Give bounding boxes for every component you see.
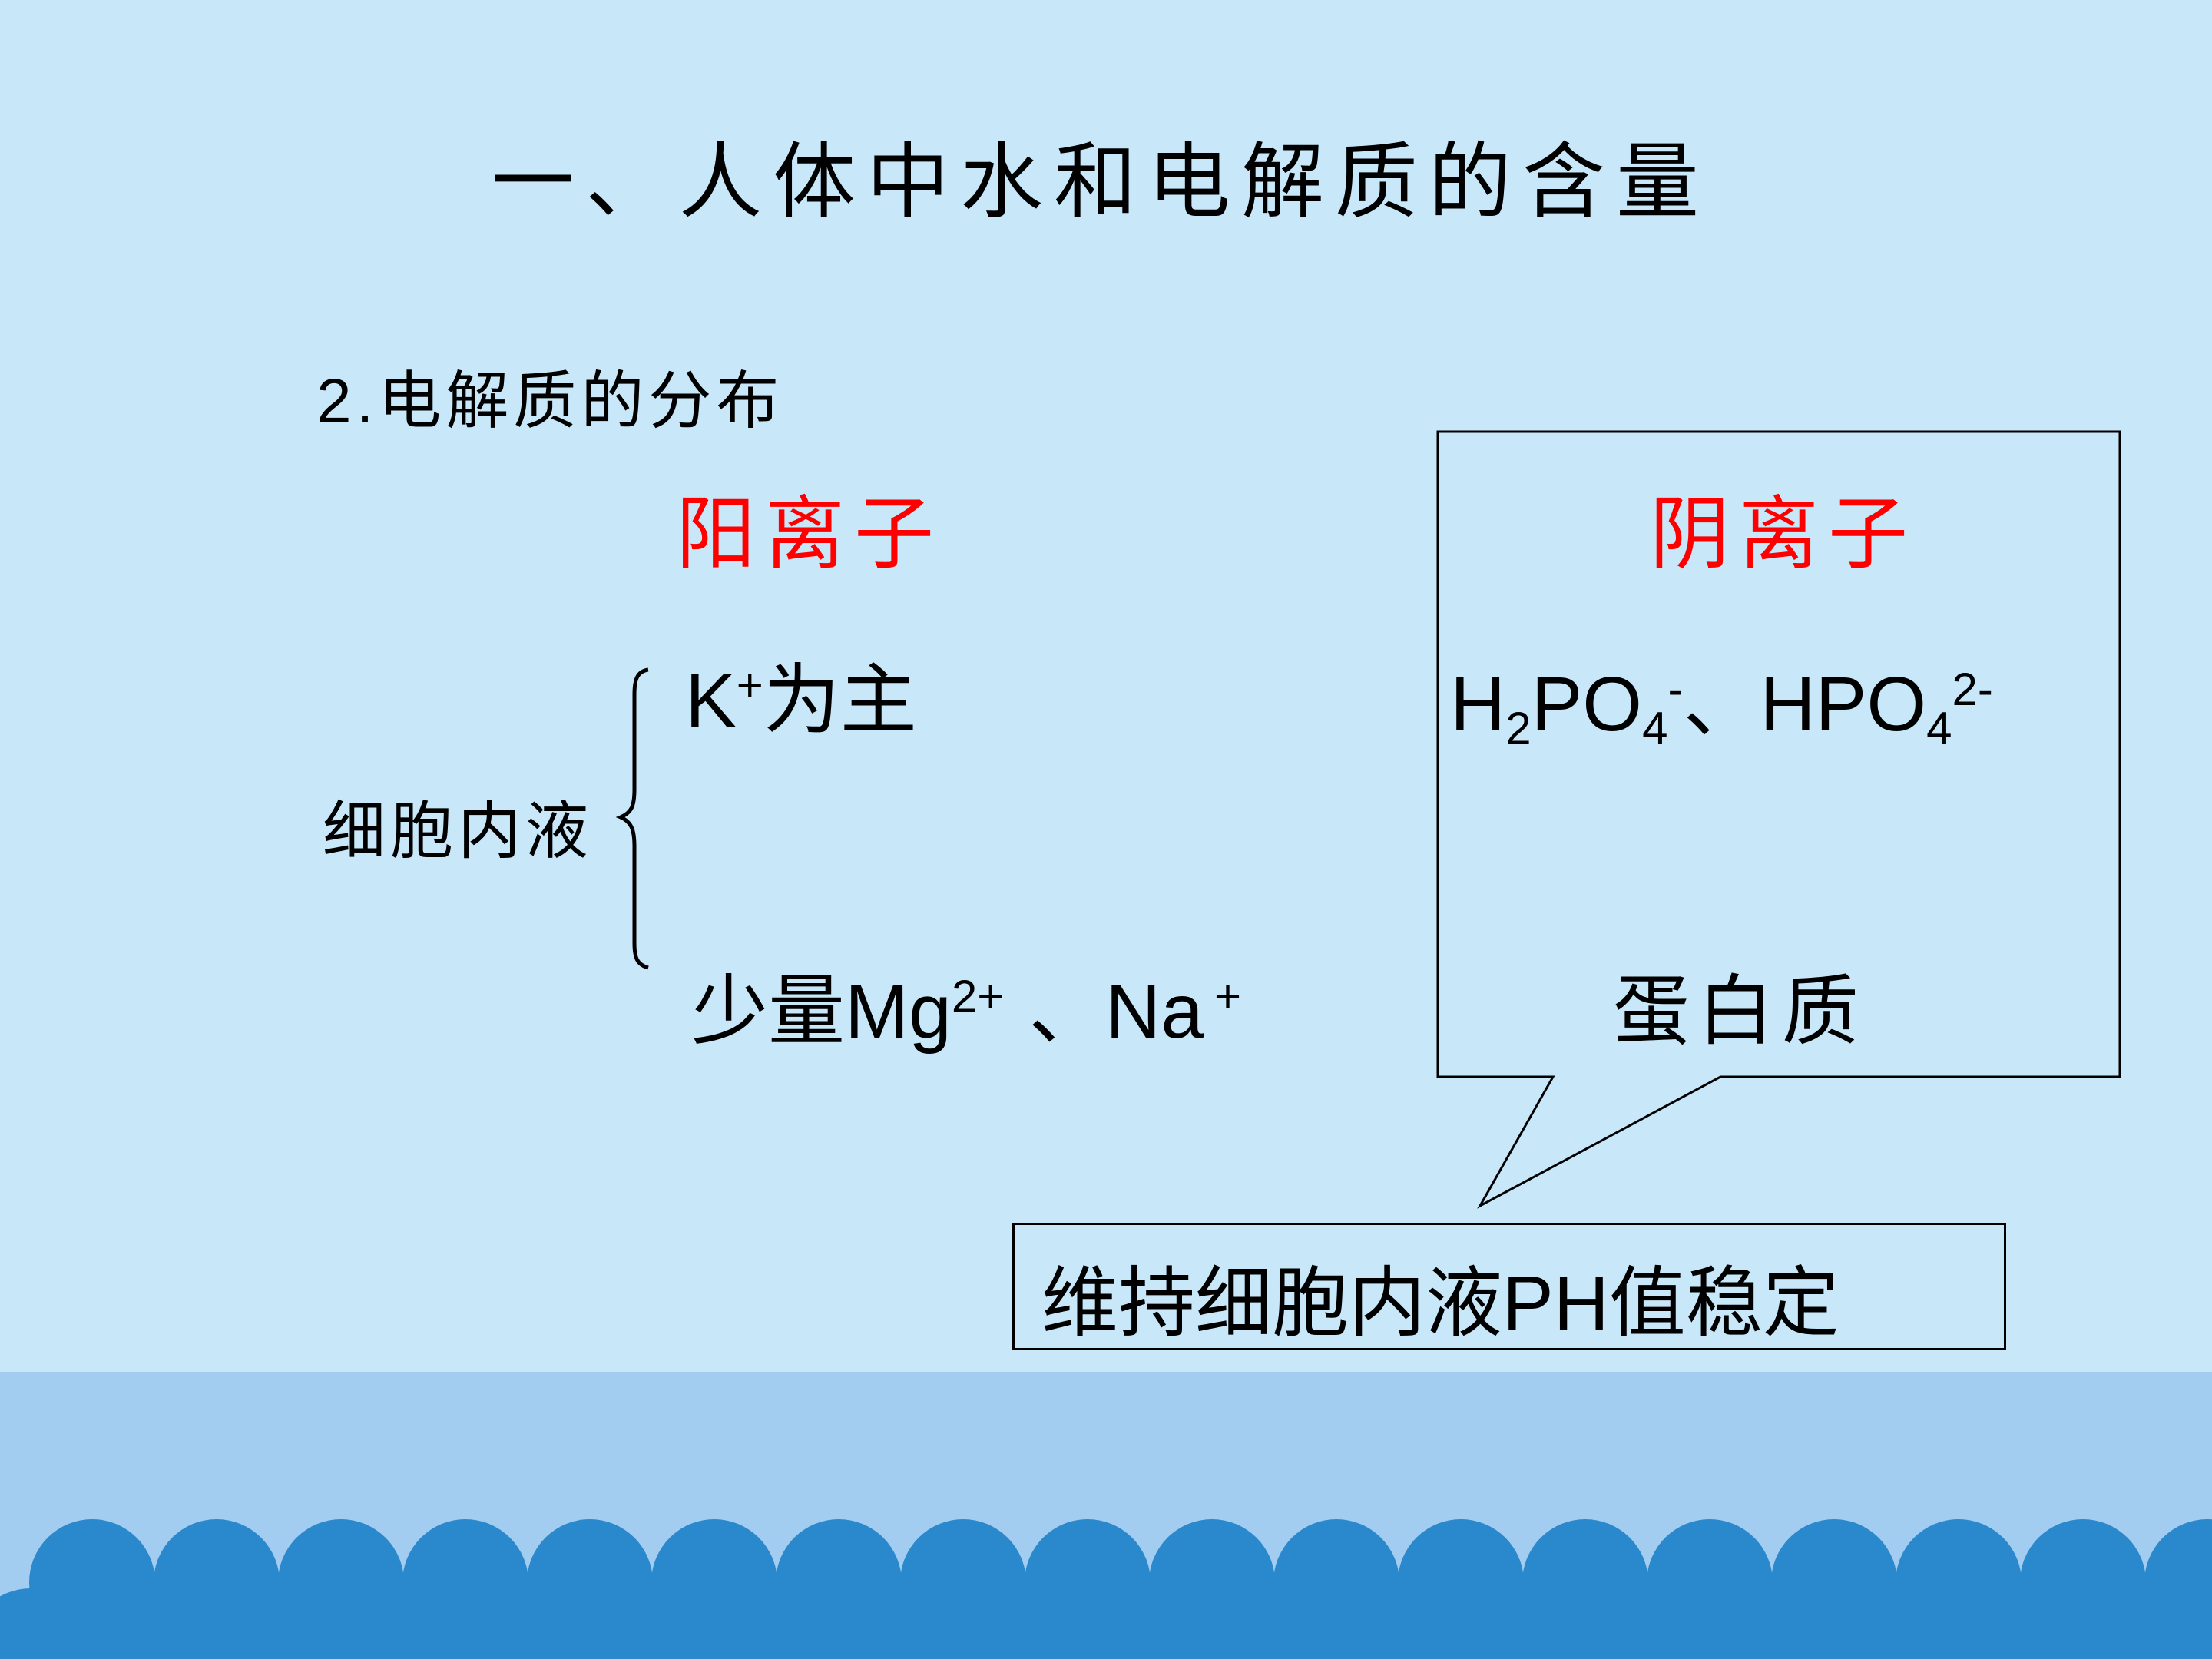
charge-k: + [736, 660, 763, 711]
anion-charge-2minus: 2- [1952, 664, 1993, 715]
anion-separator: 、 [1683, 659, 1760, 749]
curly-brace [615, 667, 649, 970]
cation-item-potassium: K+为主 [685, 637, 917, 749]
cation-header: 阳离子 [676, 487, 944, 581]
anion-sub-4: 4 [1642, 703, 1668, 754]
anion-item-protein: 蛋白质 [1613, 966, 1866, 1056]
anion-header: 阴离子 [1650, 487, 1918, 581]
anion-po: PO [1531, 661, 1643, 747]
wave-scallop [2207, 1628, 2212, 1659]
wave-scallop [2083, 1588, 2209, 1659]
wave-scallop [1461, 1588, 1587, 1659]
cation-item-mg-na: 少量Mg2+ 、Na+ [691, 949, 1241, 1060]
wave-scallop [1336, 1588, 1462, 1659]
wave-scallop [217, 1588, 343, 1659]
wave-scallop [839, 1588, 965, 1659]
charge-na: + [1214, 971, 1242, 1022]
wave-scallop [590, 1588, 716, 1659]
anion-sub-2: 2 [1505, 703, 1532, 754]
anion-charge-minus: - [1667, 664, 1684, 715]
callout-text-ph: PH [1502, 1260, 1609, 1346]
intracellular-fluid-label: 细胞内液 [323, 795, 594, 868]
wave-scallop [1088, 1588, 1214, 1659]
wave-scallop [341, 1588, 467, 1659]
anion-item-phosphates: H2PO4-、HPO42- [1450, 641, 1993, 754]
ion-k: K [685, 657, 737, 743]
wave-scallop [92, 1588, 218, 1659]
cation-suffix: 为主 [763, 655, 917, 745]
wave-scallop [1834, 1588, 1960, 1659]
wave-scallop [0, 1588, 94, 1659]
wave-scallop [714, 1588, 840, 1659]
wave-scallop [1959, 1588, 2085, 1659]
wave-scallop [963, 1588, 1089, 1659]
anion-hpo: HPO [1760, 661, 1927, 747]
wave-scallop [1585, 1588, 1711, 1659]
callout-text-end: 值稳定 [1608, 1258, 1839, 1348]
page-title: 一、人体中水和电解质的含量 [492, 134, 1710, 230]
ion-mg: Mg [845, 969, 952, 1055]
charge-mg: 2+ [951, 971, 1005, 1022]
callout-box [1012, 1223, 2006, 1350]
anion-hpo-sub-4: 4 [1926, 703, 1952, 754]
wave-scallop [1212, 1588, 1338, 1659]
anion-h: H [1450, 661, 1506, 747]
wave-row-front [0, 1588, 2212, 1659]
section-number: 2. [316, 366, 379, 436]
wave-scallop [1710, 1588, 1836, 1659]
section-text: 电解质的分布 [378, 365, 784, 438]
wave-decoration [0, 1519, 2212, 1659]
ion-separator: 、 [1004, 966, 1106, 1056]
speech-bubble [1436, 430, 2121, 1209]
section-subheading: 2.电解质的分布 [316, 349, 783, 441]
ion-na: Na [1105, 969, 1204, 1055]
callout-text: 维持细胞内液PH值稳定 [1041, 1240, 1839, 1352]
cation-prefix: 少量 [691, 966, 845, 1056]
wave-scallop [465, 1588, 591, 1659]
callout-text-cn: 维持细胞内液 [1041, 1258, 1502, 1348]
